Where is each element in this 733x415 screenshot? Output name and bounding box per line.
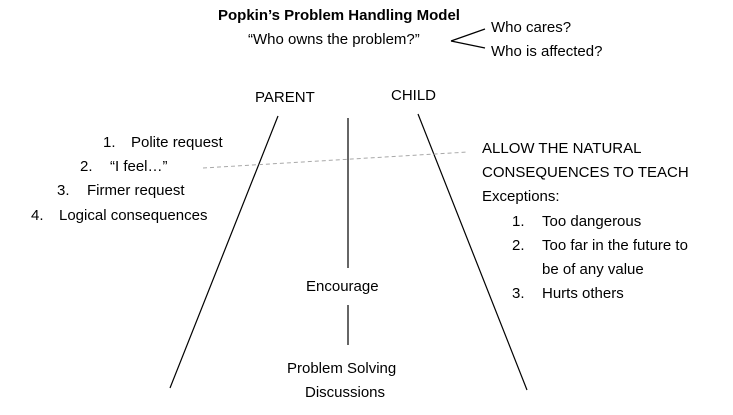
exception-1-number: 1. [512,213,525,230]
exception-1-text: Too dangerous [542,213,642,230]
bracket-lower-line [450,40,486,49]
exception-3-number: 3. [512,285,525,302]
parent-step-3-text: Firmer request [87,182,185,199]
child-heading-line-2: CONSEQUENCES TO TEACH [482,164,689,181]
child-column-label: CHILD [391,87,437,104]
child-boundary-line [417,113,528,391]
parent-step-4-text: Logical consequences [59,207,208,224]
parent-step-2-text: “I feel…” [110,158,168,175]
owner-check-cares: Who cares? [491,19,572,36]
exception-3-text: Hurts others [542,285,624,302]
exceptions-label: Exceptions: [482,188,560,205]
child-heading-line-1: ALLOW THE NATURAL [482,140,642,157]
parent-step-2-number: 2. [80,158,93,175]
bracket-upper-line [450,28,486,42]
parent-boundary-line [169,115,279,389]
parent-column-label: PARENT [255,89,315,106]
center-encourage-label: Encourage [306,278,379,295]
dashed-connector [202,151,469,169]
center-discussion-line-2: Discussions [305,384,386,401]
parent-step-1-number: 1. [103,134,116,151]
owner-check-affected: Who is affected? [491,43,603,60]
diagram-title: Popkin’s Problem Handling Model [218,7,460,24]
parent-step-1-text: Polite request [131,134,223,151]
exception-2-number: 2. [512,237,525,254]
exception-2-text-line-2: be of any value [542,261,644,278]
parent-step-3-number: 3. [57,182,70,199]
parent-step-4-number: 4. [31,207,44,224]
exception-2-text-line-1: Too far in the future to [542,237,688,254]
center-discussion-line-1: Problem Solving [287,360,397,377]
ownership-question: “Who owns the problem?” [248,31,420,48]
